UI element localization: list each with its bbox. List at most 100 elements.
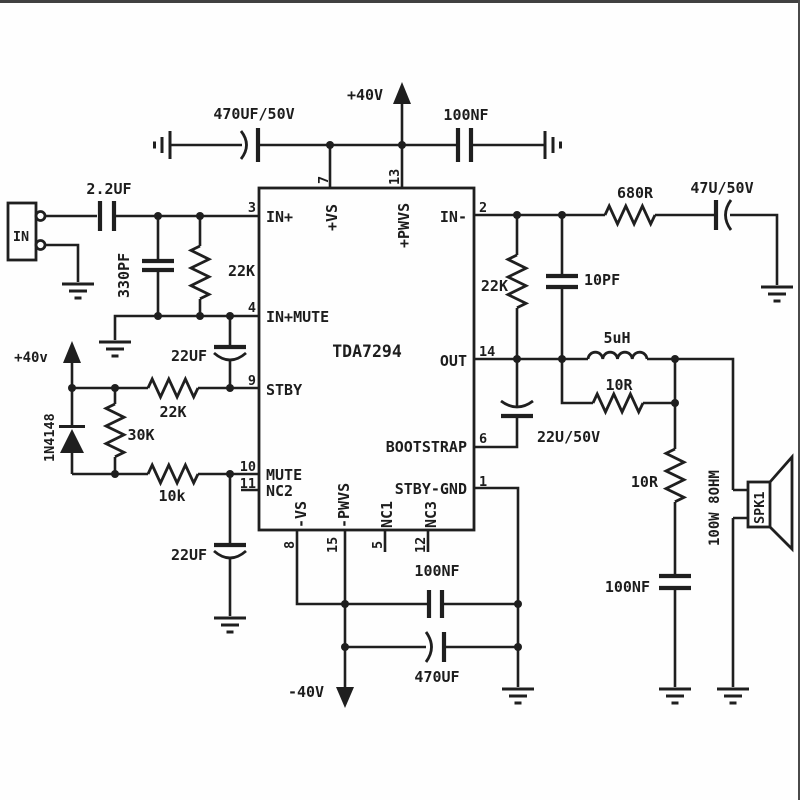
label-47u-50v: 47U/50V: [690, 179, 753, 197]
pin-number-15: 15: [325, 537, 341, 553]
plus40v-stby-arrow: [63, 341, 81, 388]
pin-number-8: 8: [282, 541, 298, 549]
pin-number-3: 3: [248, 200, 256, 216]
label-22k-stby: 22K: [159, 403, 186, 421]
pin-name-stby-gnd: STBY-GND: [395, 480, 467, 498]
negative-rail: -40V 100NF 470UF: [288, 486, 534, 708]
standby-mute-network: 22UF +40v 22K 1N4148 30K: [14, 316, 259, 634]
capacitor-22uf-mute: [213, 474, 247, 616]
pin-number-7: 7: [316, 176, 332, 184]
pin-name-pwvs-neg: -PWVS: [335, 483, 353, 528]
resistor-22k-stby: [146, 375, 200, 401]
pin-name-stby: STBY: [266, 381, 302, 399]
pin-number-2: 2: [479, 200, 487, 216]
capacitor-470uf-50v: [239, 128, 261, 162]
label-speaker-rating: 100W 8OHM: [707, 470, 723, 546]
pin-name-bootstrap: BOOTSTRAP: [386, 438, 467, 456]
resistor-680r: [603, 202, 657, 228]
capacitor-470uf-neg: [345, 631, 518, 663]
pin4-line: [113, 314, 259, 340]
label-680r: 680R: [617, 184, 654, 202]
pin-name-in-mute: IN+MUTE: [266, 308, 329, 326]
nc-bottom-stubs: [383, 530, 430, 552]
diode-1n4148: [59, 388, 85, 474]
label-plus40v: +40V: [347, 86, 383, 104]
label-22uf-stby: 22UF: [171, 347, 207, 365]
pin-number-9: 9: [248, 373, 256, 389]
positive-rail: 470UF/50V +40V 100NF: [153, 82, 562, 188]
label-10k-mute: 10k: [158, 487, 185, 505]
label-470uf-neg: 470UF: [414, 668, 459, 686]
resistor-10r-parallel: [560, 359, 675, 416]
ground-symbol-feedback: [761, 285, 793, 303]
label-100nf-pos: 100NF: [443, 106, 488, 124]
label-100nf-neg: 100NF: [414, 562, 459, 580]
resistor-22k-input: [187, 216, 213, 316]
label-30k: 30K: [127, 426, 154, 444]
pin-number-13: 13: [387, 169, 403, 185]
zobel-network: [659, 359, 691, 687]
pin-number-1: 1: [479, 474, 487, 490]
pin-name-in-minus: IN-: [440, 208, 467, 226]
label-minus40v: -40V: [288, 683, 324, 701]
capacitor-47u-50v: [713, 199, 733, 231]
feedback-network: 680R 47U/50V 22K 10PF: [474, 179, 793, 359]
pin-name-nc2: NC2: [266, 482, 293, 500]
ground-symbol-zobel: [659, 687, 691, 705]
pin-name-mute: MUTE: [266, 466, 302, 484]
label-1n4148: 1N4148: [42, 413, 58, 462]
label-in-connector: IN: [13, 229, 29, 245]
ground-symbol-inmute: [99, 340, 131, 358]
pin-number-4: 4: [248, 300, 256, 316]
pin-name-in-plus: IN+: [266, 208, 293, 226]
vs-neg-line: [295, 530, 345, 606]
pin-name-vs-pos: +VS: [323, 204, 341, 231]
out-line: [474, 357, 735, 490]
label-2_2uf: 2.2UF: [86, 180, 131, 198]
speaker-box: [746, 480, 772, 529]
label-22k-input: 22K: [228, 262, 255, 280]
pin-name-out: OUT: [440, 352, 467, 370]
label-22u-50v: 22U/50V: [537, 428, 600, 446]
input-network: IN 2.2UF 330PF 22K: [6, 180, 259, 358]
image-top-border: [0, 0, 800, 3]
pin-number-12: 12: [413, 537, 429, 553]
pin-name-pwvs-pos: +PWVS: [395, 203, 413, 248]
capacitor-22uf-stby: [213, 316, 247, 388]
capacitor-2_2uf: [97, 201, 117, 231]
image-right-border: [798, 0, 800, 800]
label-10pf: 10PF: [584, 271, 620, 289]
pin-number-6: 6: [479, 431, 487, 447]
pin-number-14: 14: [479, 344, 495, 360]
ground-symbol-stby-gnd: [502, 687, 534, 705]
inductor-5uh: [586, 350, 649, 360]
pin-number-11: 11: [240, 476, 256, 492]
label-470uf-50v: 470UF/50V: [213, 105, 294, 123]
pin-number-10: 10: [240, 459, 256, 475]
bootstrap-capacitor-22u-50v: [474, 359, 534, 449]
label-10r-parallel: 10R: [605, 376, 633, 394]
resistor-30k: [102, 388, 128, 474]
label-22uf-mute: 22UF: [171, 546, 207, 564]
pin-name-nc1: NC1: [378, 501, 396, 528]
capacitor-100nf-neg: [345, 590, 518, 618]
ic-part-number: TDA7294: [332, 342, 402, 361]
resistor-22k-feedback: [504, 215, 530, 359]
stby-gnd-line: [474, 486, 520, 687]
ground-symbol-speaker: [717, 687, 749, 705]
capacitor-10pf: [546, 215, 578, 359]
input-connector-box: [6, 201, 38, 262]
ground-symbol-input: [62, 282, 94, 300]
ic-tda7294: TDA7294 IN+ IN+MUTE STBY MUTE NC2 IN- OU…: [240, 169, 496, 553]
label-330pf: 330PF: [115, 253, 133, 298]
label-plus40v-stby: +40v: [14, 350, 48, 366]
capacitor-100nf-pos: [455, 128, 474, 162]
pin-name-vs-neg: -VS: [292, 501, 310, 528]
label-22k-feedback: 22K: [481, 277, 508, 295]
ground-symbol-left: [153, 131, 172, 159]
input-terminal-bottom: [34, 239, 47, 251]
label-100nf-zobel: 100NF: [605, 578, 650, 596]
label-10r-zobel: 10R: [631, 473, 659, 491]
